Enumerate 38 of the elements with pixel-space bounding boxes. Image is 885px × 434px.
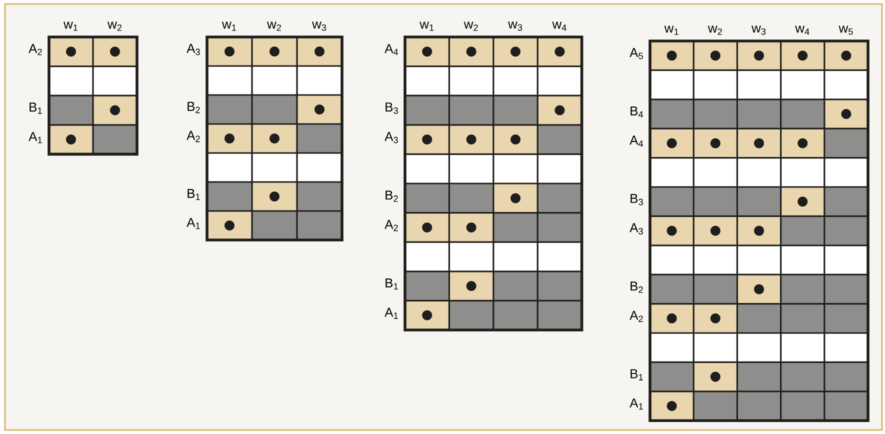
column-label: w$_{5}$ <box>838 26 853 35</box>
row-label: A$_{3}$ <box>630 223 643 234</box>
row-label: A$_{3}$ <box>384 132 398 144</box>
column-label: w$_{1}$ <box>664 26 678 35</box>
row-label: A$_{2}$ <box>186 130 200 142</box>
row-label: A$_{1}$ <box>630 398 643 410</box>
row-label: B$_{1}$ <box>630 369 643 380</box>
row-label: A$_{2}$ <box>384 220 398 232</box>
row-label: A$_{4}$ <box>384 44 398 56</box>
row-label: B$_{1}$ <box>30 102 42 114</box>
row-label: A$_{1}$ <box>28 132 42 144</box>
column-label: w$_{2}$ <box>267 22 282 31</box>
row-label: A$_{4}$ <box>630 136 644 147</box>
column-label: w$_{3}$ <box>752 26 766 35</box>
column-label: w$_{4}$ <box>795 26 810 35</box>
row-label: A$_{2}$ <box>28 44 42 56</box>
column-label: w$_{2}$ <box>108 22 122 31</box>
column-label: w$_{3}$ <box>508 22 522 31</box>
column-label: w$_{3}$ <box>312 22 326 31</box>
row-label: B$_{2}$ <box>386 190 398 202</box>
row-label: B$_{1}$ <box>188 188 200 200</box>
row-label: A$_{1}$ <box>384 308 398 319</box>
column-label: w$_{2}$ <box>708 26 722 35</box>
row-label: B$_{3}$ <box>386 102 398 114</box>
row-label: B$_{1}$ <box>386 278 398 290</box>
column-label: w$_{2}$ <box>464 22 478 31</box>
column-label: w$_{1}$ <box>222 22 236 31</box>
row-label: B$_{2}$ <box>630 282 643 293</box>
row-label: A$_{2}$ <box>630 310 643 322</box>
row-label: A$_{3}$ <box>186 44 200 56</box>
column-label: w$_{1}$ <box>420 22 434 31</box>
column-label: w$_{1}$ <box>64 22 78 31</box>
row-label: B$_{2}$ <box>188 102 200 114</box>
row-label: A$_{5}$ <box>630 48 643 60</box>
row-label: B$_{3}$ <box>630 194 643 206</box>
row-label: A$_{1}$ <box>186 218 200 230</box>
column-label: w$_{4}$ <box>552 22 566 31</box>
row-label: B$_{4}$ <box>630 106 644 118</box>
